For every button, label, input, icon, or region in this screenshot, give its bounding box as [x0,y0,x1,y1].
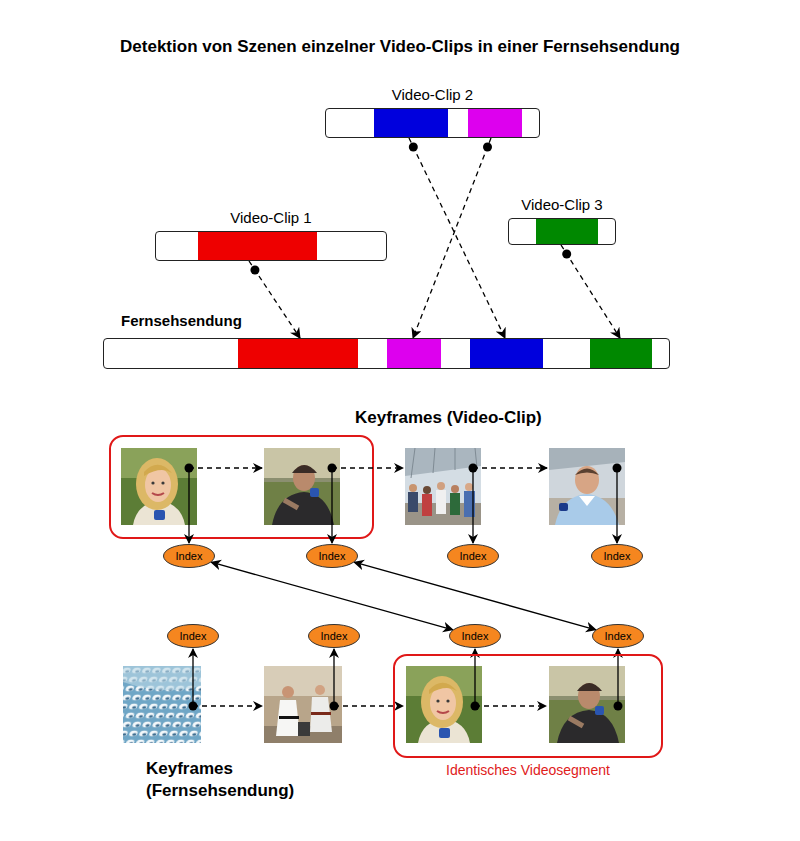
connector-line [561,245,620,338]
connector [409,138,505,338]
oval-outline [164,545,215,568]
index-label: Index [167,630,219,643]
oval-text-wrap: Index [447,544,499,563]
keyframe-image [549,448,625,525]
index-oval: Index [306,544,358,568]
index-oval: Index [447,544,499,568]
oval-outline [450,625,501,648]
keyframe-image [121,448,197,525]
sequence-arrows [189,468,547,706]
bar-heading: Video-Clip 2 [392,86,473,103]
index-label: Index [306,550,358,563]
video-bar: Video-Clip 1 [155,231,387,261]
video-bar: Video-Clip 3 [508,218,616,245]
oval-outline [168,625,219,648]
section-label: Keyframes (Fernsehsendung) [146,758,326,802]
oval-text-wrap: Index [167,624,219,643]
oval-outline [309,625,360,648]
keyframe-image [405,448,481,525]
index-label: Index [447,550,499,563]
segment-highlight [110,436,373,538]
keyframe-image [406,666,482,743]
connector-dot [483,143,492,152]
oval-outline [448,545,499,568]
video-segment [470,339,543,368]
video-segment [238,339,358,368]
connector-dot [250,266,259,275]
video-bar: Fernsehsendung [103,338,670,369]
index-label: Index [592,630,644,643]
index-oval: Index [308,624,360,648]
connector [561,245,620,338]
video-segment [387,339,441,368]
connector [249,261,300,338]
index-arrows [189,468,618,706]
connector-line [413,138,491,338]
connector-dot [562,250,571,259]
index-oval: Index [449,624,501,648]
index-label: Index [308,630,360,643]
oval-text-wrap: Index [591,544,643,563]
video-segment [374,109,448,137]
index-label: Index [163,550,215,563]
region-label: Identisches Videosegment [395,762,661,778]
oval-text-wrap: Index [449,624,501,643]
oval-text-wrap: Index [592,624,644,643]
connector-dot [409,143,418,152]
index-oval: Index [592,624,644,648]
oval-text-wrap: Index [308,624,360,643]
oval-outline [307,545,358,568]
video-segment [198,232,317,260]
video-segment [590,339,652,368]
diagram-title: Detektion von Szenen einzelner Video-Cli… [0,37,800,57]
oval-outline [593,625,644,648]
index-oval: Index [163,544,215,568]
connector [354,562,596,630]
index-label: Index [591,550,643,563]
oval-text-wrap: Index [306,544,358,563]
connector-line [249,261,300,338]
connector-line [354,562,596,630]
video-bar: Video-Clip 2 [325,108,540,138]
connector-line [211,562,453,630]
bar-heading: Fernsehsendung [121,312,242,329]
section-label: Keyframes (Video-Clip) [355,407,685,429]
index-oval: Index [591,544,643,568]
oval-text-wrap: Index [163,544,215,563]
index-label: Index [449,630,501,643]
connector-line [409,138,505,338]
oval-outline [592,545,643,568]
segment-region: Identisches Videosegment [393,654,663,758]
keyframe-dots [185,464,623,711]
bar-heading: Video-Clip 3 [521,196,602,213]
keyframe-image [264,448,340,525]
video-segment [468,109,522,137]
video-segment [536,219,598,244]
connector [211,562,453,630]
keyframe-image [549,666,625,743]
bar-heading: Video-Clip 1 [230,209,311,226]
keyframe-image [123,666,201,743]
index-oval: Index [167,624,219,648]
connector [413,138,492,338]
keyframe-image [264,666,342,743]
